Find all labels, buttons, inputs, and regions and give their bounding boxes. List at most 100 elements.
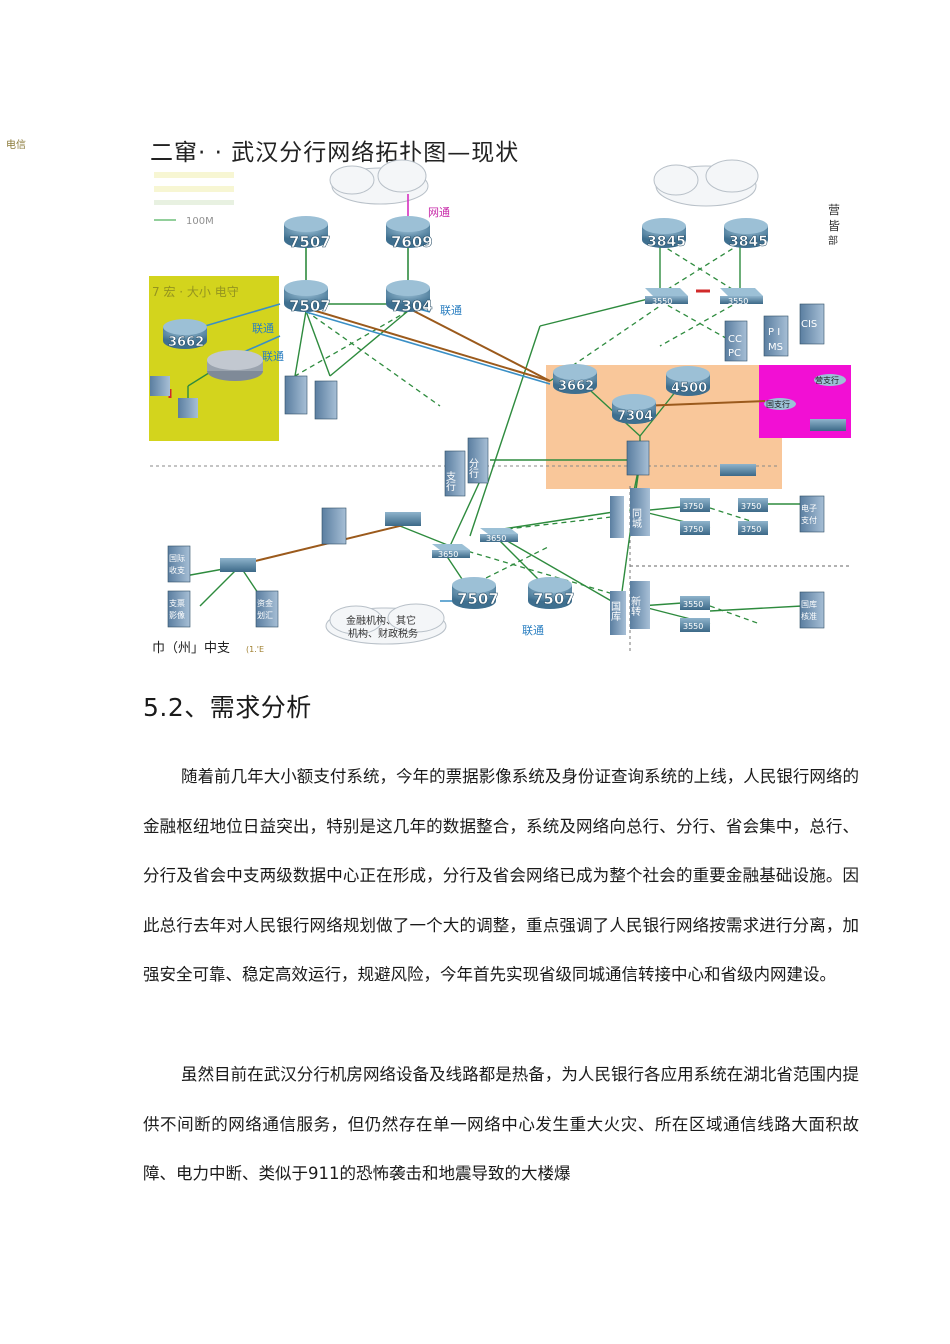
server-pims: P I MS <box>763 315 789 357</box>
router-7507-mid: 7507 <box>284 280 331 315</box>
svg-text:支票: 支票 <box>169 598 185 608</box>
svg-text:3662: 3662 <box>558 379 594 394</box>
svg-text:国支行: 国支行 <box>766 399 790 409</box>
cloud-top-right <box>653 159 759 207</box>
svg-text:支行: 支行 <box>444 471 456 492</box>
svg-text:资金: 资金 <box>257 598 273 608</box>
router-7609-top: 7609 <box>386 216 433 251</box>
box-tongcheng: 同城 <box>610 488 650 538</box>
paragraph-1: 随着前几年大小额支付系统，今年的票据影像系统及身份证查询系统的上线，人民银行网络… <box>143 767 859 984</box>
svg-text:3750: 3750 <box>683 502 703 511</box>
switch-3550-bottom-1: 3550 <box>680 596 710 610</box>
svg-text:7507: 7507 <box>289 297 331 315</box>
pink-node-b: 国支行 <box>764 398 796 410</box>
router-3662-left: 3662 <box>163 319 207 350</box>
svg-text:7507: 7507 <box>533 590 575 608</box>
left-region-label: 7 宏 · 大小 电守 <box>152 284 239 299</box>
svg-text:收支: 收支 <box>169 565 185 575</box>
svg-text:营支行: 营支行 <box>815 375 839 385</box>
paragraph-2: 虽然目前在武汉分行机房网络设备及线路都是热备，为人民银行各应用系统在湖北省范围内… <box>143 1065 859 1183</box>
link-label-liantong-2: 联通 <box>252 322 274 335</box>
cloud-bottom <box>325 603 447 645</box>
switch-3650-a: 3650 <box>432 544 470 559</box>
switch-stack-left <box>284 375 338 420</box>
switch-3650-b: 3650 <box>480 528 518 543</box>
server-zhipiao-yingxiang: 支票 影像 <box>167 590 191 628</box>
server-cc-pc: CC PC <box>724 320 748 362</box>
switch-core-center <box>626 440 650 476</box>
network-topology-diagram: 二窜· · 武汉分行网络拓扑图—现状 100M 7 宏 · 大小 电守 金融机构… <box>149 140 851 656</box>
pink-node-a: 营支行 <box>814 374 846 386</box>
svg-text:分行: 分行 <box>467 458 479 479</box>
cloud-bottom-label-2: 机构、财政税务 <box>348 627 418 640</box>
svg-text:国库: 国库 <box>801 599 817 609</box>
svg-text:PC: PC <box>728 348 741 359</box>
svg-text:3845: 3845 <box>729 234 768 250</box>
svg-text:7609: 7609 <box>391 233 433 251</box>
svg-text:新转: 新转 <box>629 595 641 617</box>
box-guoku: 国库 新转 <box>609 581 650 635</box>
router-3845-left: 3845 <box>642 218 686 250</box>
svg-text:3550: 3550 <box>728 297 748 306</box>
bottom-caption: 巾（州」中支 <box>152 641 230 656</box>
side-label-line-2: 皆 <box>828 219 840 233</box>
svg-text:3550: 3550 <box>652 297 672 306</box>
server-dianzi-zhifu: 电子 支付 <box>799 495 825 533</box>
server-guoku-hezhun: 国库 核准 <box>799 591 825 629</box>
router-7507-top: 7507 <box>284 216 331 251</box>
server-left-region <box>150 376 198 418</box>
server-center-left <box>321 507 347 545</box>
switch-3550-left: 3550 <box>645 288 688 306</box>
svg-text:3750: 3750 <box>741 502 761 511</box>
svg-text:电子: 电子 <box>801 503 817 513</box>
svg-text:7507: 7507 <box>457 590 499 608</box>
router-4500: 4500 <box>666 366 710 396</box>
svg-text:7507: 7507 <box>289 233 331 251</box>
router-3662-center: 3662 <box>553 364 597 394</box>
router-7304-right: 7304 <box>612 394 656 424</box>
router-7304-mid: 7304 <box>386 280 433 315</box>
svg-text:3845: 3845 <box>647 234 686 250</box>
switch-3550-bottom-2: 3550 <box>680 618 710 632</box>
server-cis: CIS <box>799 303 825 345</box>
legend: 100M <box>154 172 234 227</box>
svg-text:CIS: CIS <box>801 319 817 330</box>
switch-3750-4: 3750 <box>738 521 768 535</box>
router-3845-right: 3845 <box>724 218 768 250</box>
section-heading: 5.2、需求分析 <box>143 693 312 722</box>
svg-text:3550: 3550 <box>683 622 703 631</box>
server-guoji-shouzhi: 国际 收支 <box>167 545 191 583</box>
svg-text:3750: 3750 <box>683 525 703 534</box>
svg-text:国际: 国际 <box>169 554 185 563</box>
cloud-top-left <box>329 159 429 205</box>
svg-text:3650: 3650 <box>438 550 458 559</box>
server-zijin-huahui: 资金 划汇 <box>255 590 279 628</box>
link-label-liantong-1: 联通 <box>440 304 462 317</box>
router-7507-bottom-left: 7507 <box>452 577 499 609</box>
svg-text:P I: P I <box>768 327 780 338</box>
svg-text:MS: MS <box>768 342 783 353</box>
switch-stack-center: 支行 分行 <box>444 437 489 497</box>
svg-text:7304: 7304 <box>617 409 653 424</box>
switch-3750-1: 3750 <box>680 498 710 512</box>
link-label-wangtong: 网通 <box>428 206 450 219</box>
svg-text:CC: CC <box>728 334 742 345</box>
svg-text:核准: 核准 <box>801 611 817 621</box>
svg-text:支付: 支付 <box>801 515 817 525</box>
switch-3750-2: 3750 <box>738 498 768 512</box>
corner-note: 电信 <box>6 140 26 151</box>
switch-3750-3: 3750 <box>680 521 710 535</box>
svg-text:3750: 3750 <box>741 525 761 534</box>
switch-misc <box>220 419 846 572</box>
cloud-bottom-label-1: 金融机构、其它 <box>346 614 416 627</box>
diagram-title: 二窜· · 武汉分行网络拓扑图—现状 <box>150 140 519 166</box>
side-label-line-3: 部 <box>828 234 838 247</box>
svg-text:3650: 3650 <box>486 534 506 543</box>
svg-text:3662: 3662 <box>168 335 204 350</box>
svg-text:7304: 7304 <box>391 297 433 315</box>
switch-3550-right: 3550 <box>720 288 763 306</box>
side-label-line-1: 营 <box>828 203 840 217</box>
svg-text:划汇: 划汇 <box>257 610 273 620</box>
router-grey-left <box>207 350 263 381</box>
legend-100m-label: 100M <box>186 216 214 227</box>
